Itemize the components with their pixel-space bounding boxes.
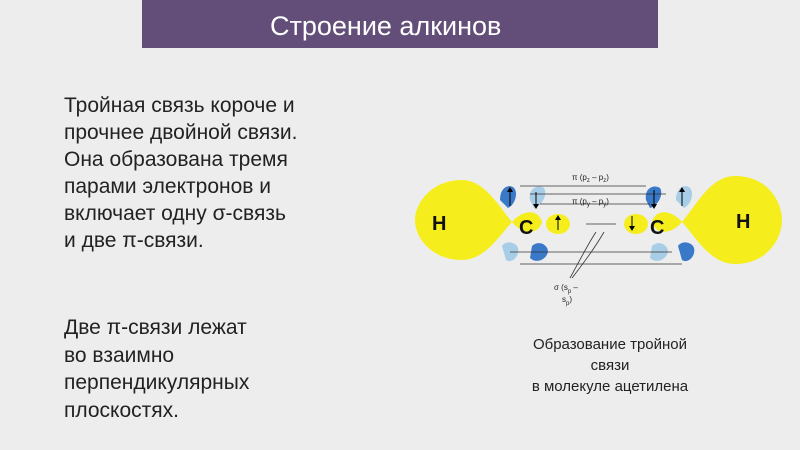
caption-line: в молекуле ацетилена	[531, 378, 689, 395]
carbon-right-sp-orbital	[652, 212, 682, 232]
paragraph-triple-bond: Тройная связь короче и прочнее двойной с…	[64, 92, 394, 254]
pz-lobe-top-left	[500, 186, 516, 208]
atom-c-left: C	[519, 217, 533, 239]
pi-z-label: π (p	[572, 173, 587, 182]
sigma-end: )	[569, 295, 572, 304]
svg-text:π (pz – pz): π (pz – pz)	[572, 173, 609, 184]
sigma-label-2: s	[562, 295, 566, 304]
hydrogen-left-orbital	[415, 180, 512, 260]
paragraph-line: парами электронов и	[64, 175, 271, 198]
sigma-mid: –	[571, 283, 578, 292]
pi-y-end: )	[606, 197, 609, 206]
paragraph-line: Она образована тремя	[64, 148, 288, 171]
paragraph-line: плоскостях.	[64, 398, 179, 422]
paragraph-line: перпендикулярных	[64, 371, 250, 394]
pz-lobe-top-right-2	[676, 186, 692, 208]
title-bar	[142, 0, 658, 48]
pi-y-sub: y	[587, 202, 590, 208]
paragraph-pi-bonds: Две π-связи лежат во взаимно перпендикул…	[64, 314, 394, 424]
pi-z-sub: z	[603, 178, 606, 184]
sigma-sub: p	[568, 289, 572, 295]
carbon-left-sp-orbital	[512, 212, 542, 232]
atom-h-left: H	[432, 213, 446, 235]
paragraph-line: прочнее двойной связи.	[64, 121, 298, 144]
paragraph-line: Две π-связи лежат	[64, 316, 247, 339]
pi-y-mid: – p	[590, 197, 604, 206]
paragraph-line: во взаимно	[64, 343, 175, 367]
hydrogen-right-orbital	[682, 176, 782, 264]
svg-text:π (py – py): π (py – py)	[572, 197, 609, 208]
svg-text:sp): sp)	[562, 295, 572, 307]
pi-z-end: )	[606, 173, 609, 182]
sigma-label: σ (s	[554, 283, 568, 292]
svg-text:σ (sp –: σ (sp –	[554, 283, 578, 295]
pz-lobe-top-left-2	[529, 186, 546, 208]
pi-z-mid: – p	[590, 173, 604, 182]
diagram-caption: Образование тройной связи в молекуле аце…	[490, 334, 730, 397]
pz-lobe-bottom-right-2	[678, 242, 695, 262]
caption-line: связи	[590, 357, 630, 374]
paragraph-line: и две π-связи.	[64, 229, 204, 252]
pi-z-sub: z	[587, 178, 590, 184]
sigma-lobe-right	[624, 214, 648, 234]
acetylene-orbital-diagram: H H C C π (pz – pz) π (py – py) σ (sp – …	[415, 173, 782, 307]
slide-title: Строение алкинов	[270, 11, 502, 41]
sigma-sub-2: p	[566, 301, 570, 307]
atom-h-right: H	[736, 211, 750, 233]
paragraph-line: включает одну σ-связь	[64, 202, 286, 225]
paragraph-line: Тройная связь короче и	[64, 94, 295, 117]
pi-y-sub: y	[603, 202, 606, 208]
atom-c-right: C	[650, 217, 664, 239]
caption-line: Образование тройной	[532, 336, 688, 353]
pi-y-label: π (p	[572, 197, 587, 206]
